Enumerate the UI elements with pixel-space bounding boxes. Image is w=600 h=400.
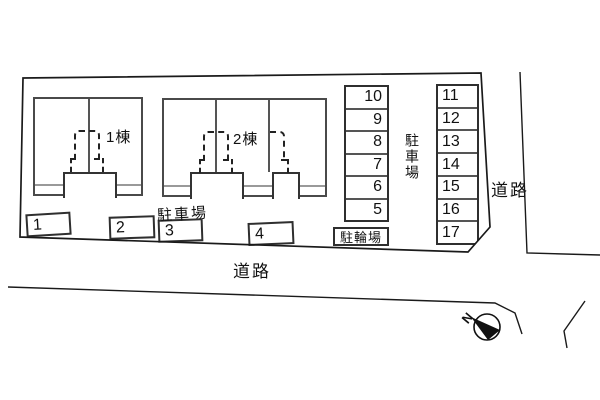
parking-lot-label-vertical: 駐車場 — [404, 133, 420, 181]
parking-space-8: 8 — [346, 132, 387, 155]
road-corner-mark — [563, 300, 586, 349]
porch-step-right — [223, 159, 229, 161]
parking-space-1: 1 — [25, 211, 72, 238]
building-2-label: 2棟 — [233, 131, 259, 148]
porch-step-right — [281, 159, 287, 161]
porch-step-left — [70, 158, 76, 160]
building-1-porch-flare — [70, 158, 104, 172]
building-2: 2棟 — [162, 98, 327, 199]
porch-step-right — [94, 158, 100, 160]
parking-space-5: 5 — [373, 200, 382, 218]
building-2-wall-band — [164, 185, 325, 187]
parking-space-16: 16 — [438, 200, 477, 223]
parking-space-9: 9 — [346, 110, 387, 132]
road-edge-bottom — [7, 286, 523, 335]
building-1-porch-outline — [74, 130, 100, 160]
parking-space-10: 10 — [346, 87, 387, 110]
road-edge-right — [519, 71, 600, 256]
building-2-porch-outline-2 — [270, 131, 285, 161]
compass-north-letter: N — [459, 310, 477, 327]
parking-space-4: 4 — [247, 221, 295, 246]
north-compass: N — [459, 310, 501, 341]
building-1: 1棟 — [33, 97, 143, 198]
parking-space-7: 7 — [346, 155, 387, 177]
building-2-porch-flare-2 — [270, 159, 289, 173]
parking-space-2: 2 — [108, 215, 156, 240]
parking-column-right: 11 12 13 14 15 16 17 — [436, 84, 479, 245]
parking-lot-label-bottom: 駐車場 — [156, 204, 209, 225]
parking-space-6: 6 — [346, 177, 387, 200]
parking-space-13: 13 — [438, 131, 477, 155]
building-2-porch-flare-1 — [199, 159, 233, 173]
road-label-right: 道路 — [491, 181, 529, 200]
bicycle-parking-box: 駐輪場 — [333, 227, 389, 246]
compass-circle — [473, 313, 501, 341]
building-2-entrance-notch-2 — [272, 172, 300, 199]
parking-space-12: 12 — [438, 109, 477, 132]
building-1-entrance-notch — [63, 172, 117, 198]
building-2-entrance-notch-1 — [190, 172, 244, 199]
parking-space-14: 14 — [438, 154, 477, 177]
road-label-bottom: 道路 — [233, 262, 271, 281]
porch-step-left — [199, 159, 205, 161]
parking-space-17: 17 — [442, 223, 460, 241]
parking-space-15: 15 — [438, 177, 477, 200]
building-2-porch-outline-1 — [203, 131, 229, 161]
building-1-label: 1棟 — [106, 129, 132, 146]
parking-space-11: 11 — [438, 86, 477, 109]
compass-needle — [471, 317, 500, 340]
parking-column-left: 10 9 8 7 6 5 — [344, 85, 389, 222]
